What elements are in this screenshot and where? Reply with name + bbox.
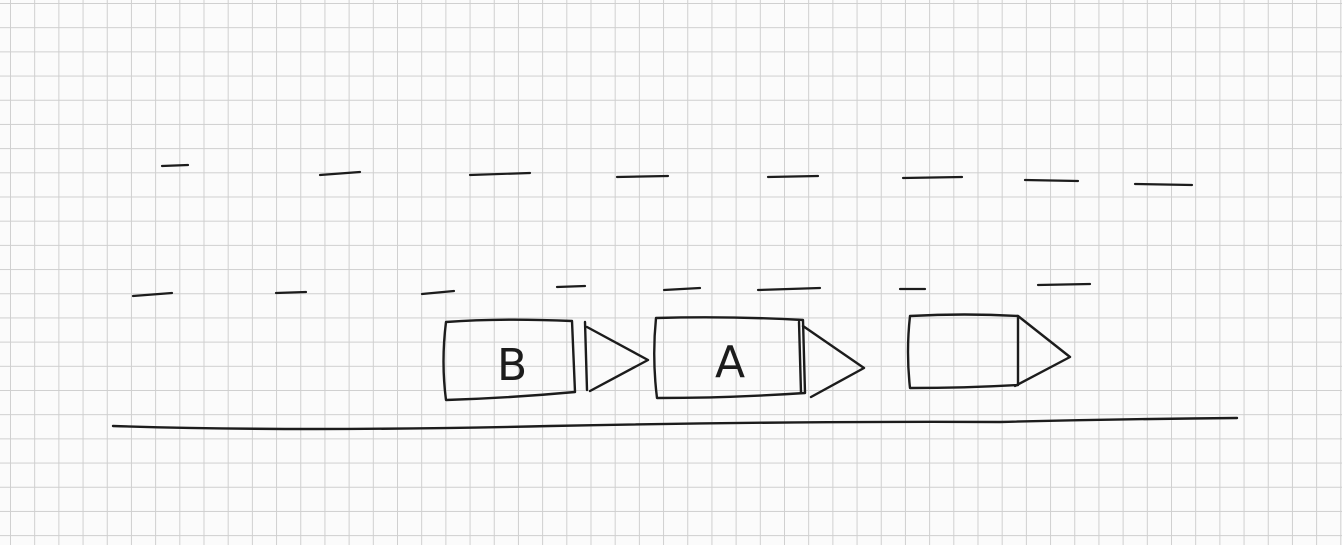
vehicle-unlabeled [906, 313, 1072, 390]
upper-lane-marking [160, 163, 1194, 187]
vehicle-label: A [715, 337, 745, 388]
road-edge-line [111, 416, 1239, 431]
middle-lane-marking [131, 282, 1092, 298]
vehicle-a: A [653, 316, 866, 400]
vehicle-b: B [442, 318, 650, 402]
vehicle-label: B [497, 340, 527, 391]
